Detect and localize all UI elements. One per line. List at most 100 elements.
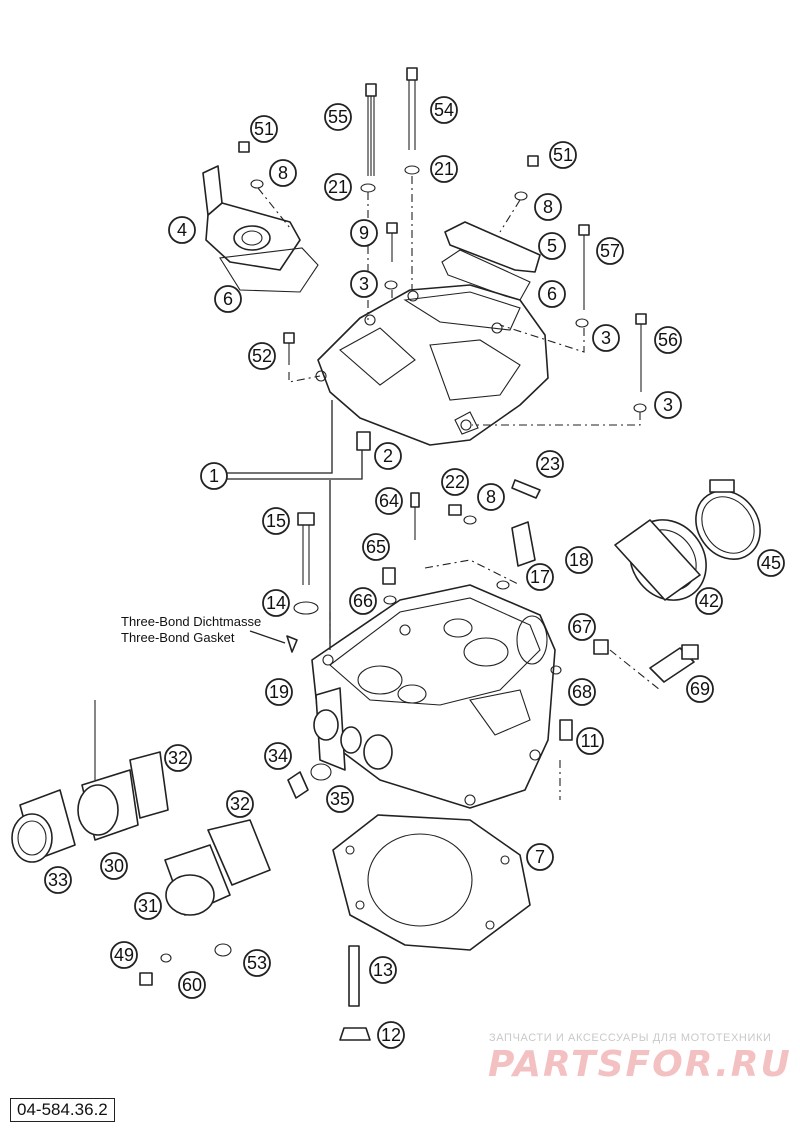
svg-text:35: 35: [330, 789, 350, 809]
svg-text:49: 49: [114, 945, 134, 965]
sealant-note-en: Three-Bond Gasket: [121, 630, 235, 645]
svg-text:15: 15: [266, 511, 286, 531]
watermark-tagline: ЗАПЧАСТИ И АКСЕССУАРЫ ДЛЯ МОТОТЕХНИКИ: [489, 1032, 772, 1044]
svg-text:60: 60: [182, 975, 202, 995]
valve-cover: [315, 284, 549, 446]
intake-boots: [11, 700, 271, 916]
svg-text:45: 45: [761, 553, 781, 573]
callout-49: 49: [110, 941, 138, 969]
callout-1: 1: [200, 462, 228, 490]
callout-3b: 3: [592, 324, 620, 352]
svg-text:21: 21: [434, 159, 454, 179]
callout-57: 57: [596, 237, 624, 265]
callout-51b: 51: [549, 141, 577, 169]
svg-text:67: 67: [572, 617, 592, 637]
svg-text:2: 2: [383, 446, 393, 466]
callout-18: 18: [565, 546, 593, 574]
svg-text:34: 34: [268, 746, 288, 766]
svg-text:55: 55: [328, 107, 348, 127]
temperature-sensor: [550, 639, 699, 683]
callout-12: 12: [377, 1021, 405, 1049]
svg-text:32: 32: [230, 794, 250, 814]
callout-4: 4: [168, 216, 196, 244]
callout-6b: 6: [538, 280, 566, 308]
svg-text:4: 4: [177, 220, 187, 240]
svg-text:56: 56: [658, 330, 678, 350]
head-ports: [313, 687, 393, 771]
callout-45: 45: [757, 549, 785, 577]
callout-60: 60: [178, 971, 206, 999]
callout-1-leader: [226, 400, 363, 650]
svg-text:68: 68: [572, 682, 592, 702]
svg-text:53: 53: [247, 953, 267, 973]
callout-22: 22: [441, 468, 469, 496]
svg-text:17: 17: [530, 567, 550, 587]
callout-32b: 32: [226, 790, 254, 818]
callout-68: 68: [568, 678, 596, 706]
top-bolts: [238, 67, 647, 413]
svg-text:31: 31: [138, 896, 158, 916]
callout-30: 30: [100, 852, 128, 880]
callout-31: 31: [134, 892, 162, 920]
water-pump-cover: [202, 165, 319, 293]
alignment-lines: [257, 176, 661, 800]
svg-text:64: 64: [379, 491, 399, 511]
callout-3c: 3: [654, 391, 682, 419]
svg-text:57: 57: [600, 241, 620, 261]
callout-3a: 3: [350, 270, 378, 298]
svg-text:51: 51: [254, 119, 274, 139]
svg-text:12: 12: [381, 1025, 401, 1045]
small-screws: [139, 943, 232, 986]
svg-text:52: 52: [252, 346, 272, 366]
svg-text:8: 8: [486, 487, 496, 507]
callout-14: 14: [262, 589, 290, 617]
svg-text:69: 69: [690, 679, 710, 699]
cylinder-head: [311, 584, 556, 809]
svg-text:3: 3: [663, 395, 673, 415]
callout-2: 2: [374, 442, 402, 470]
stud-and-nut: [339, 945, 371, 1041]
head-gasket: [332, 814, 531, 951]
callout-52: 52: [248, 342, 276, 370]
svg-text:30: 30: [104, 856, 124, 876]
svg-text:19: 19: [269, 682, 289, 702]
callout-15: 15: [262, 507, 290, 535]
callout-13: 13: [369, 956, 397, 984]
callout-66: 66: [349, 587, 377, 615]
callout-19: 19: [265, 678, 293, 706]
callout-9: 9: [350, 219, 378, 247]
callout-11: 11: [576, 727, 604, 755]
diagram-reference-number: 04-584.36.2: [10, 1098, 115, 1122]
svg-text:9: 9: [359, 223, 369, 243]
callout-32a: 32: [164, 744, 192, 772]
valve-cover-plate: [441, 221, 541, 301]
callout-21a: 21: [324, 173, 352, 201]
callout-69: 69: [686, 675, 714, 703]
svg-text:11: 11: [581, 731, 600, 751]
callout-56: 56: [654, 326, 682, 354]
svg-text:42: 42: [699, 591, 719, 611]
svg-text:23: 23: [540, 454, 560, 474]
callout-7: 7: [526, 843, 554, 871]
svg-text:14: 14: [266, 593, 286, 613]
callout-67: 67: [568, 613, 596, 641]
callout-65: 65: [362, 533, 390, 561]
head-bolt: [286, 512, 573, 799]
svg-text:1: 1: [209, 466, 219, 486]
svg-text:54: 54: [434, 100, 454, 120]
svg-text:3: 3: [601, 328, 611, 348]
callout-21b: 21: [430, 155, 458, 183]
svg-text:3: 3: [359, 274, 369, 294]
callout-8b: 8: [534, 193, 562, 221]
small-fittings: [356, 431, 541, 605]
sealant-note-de: Three-Bond Dichtmasse: [121, 614, 262, 629]
callout-34: 34: [264, 742, 292, 770]
svg-text:6: 6: [547, 284, 557, 304]
svg-text:5: 5: [547, 236, 557, 256]
callout-55: 55: [324, 103, 352, 131]
svg-text:66: 66: [353, 591, 373, 611]
intake-manifold: [614, 479, 761, 601]
watermark-logo: PARTSFOR.RU: [488, 1044, 792, 1085]
callout-6a: 6: [214, 285, 242, 313]
